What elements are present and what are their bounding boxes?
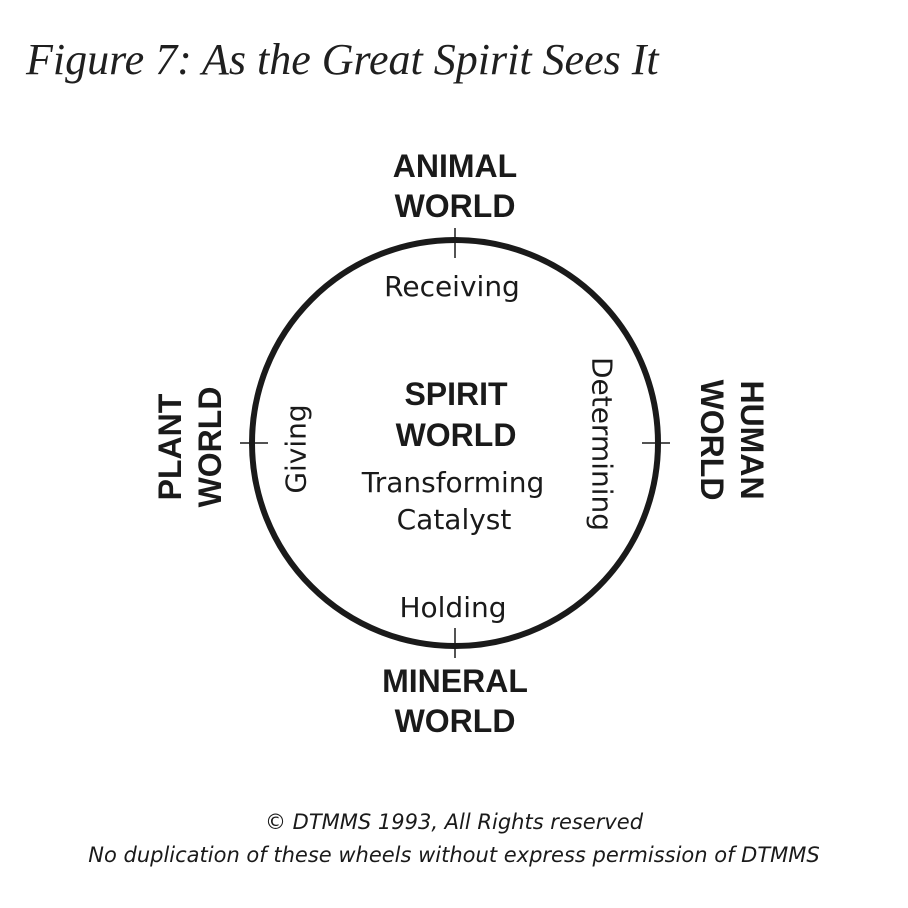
- east-world-line2: WORLD: [694, 380, 730, 501]
- east-quality: Determining: [586, 357, 619, 531]
- north-quality: Receiving: [384, 270, 520, 303]
- east-world-line1: HUMAN: [734, 380, 770, 499]
- north-world-line2: WORLD: [395, 188, 516, 224]
- south-world-line2: WORLD: [395, 703, 516, 739]
- south-world-line1: MINERAL: [382, 663, 528, 699]
- center-line2: WORLD: [396, 417, 517, 453]
- west-world-line2: WORLD: [192, 387, 228, 508]
- center-line1: SPIRIT: [404, 376, 508, 412]
- north-world-line1: ANIMAL: [393, 148, 517, 184]
- west-quality: Giving: [280, 404, 313, 493]
- copyright-notice: © DTMMS 1993, All Rights reserved: [264, 810, 644, 834]
- duplication-notice: No duplication of these wheels without e…: [88, 843, 820, 867]
- figure-title: Figure 7: As the Great Spirit Sees It: [26, 35, 659, 84]
- center-line3: Transforming: [361, 466, 545, 499]
- west-world-line1: PLANT: [152, 393, 188, 500]
- south-quality: Holding: [399, 591, 506, 624]
- center-line4: Catalyst: [397, 503, 512, 536]
